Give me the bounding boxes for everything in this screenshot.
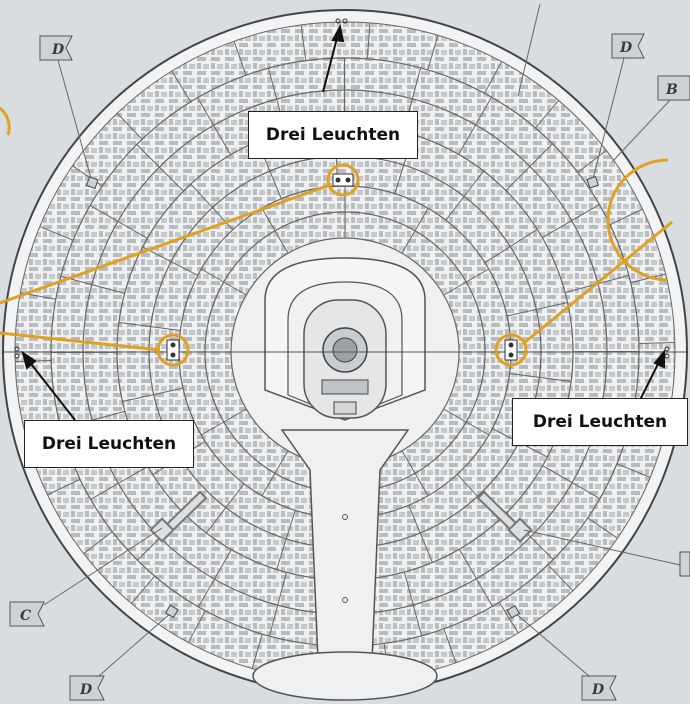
deck-spoke xyxy=(198,549,232,608)
deck-spoke xyxy=(505,143,553,191)
flag-d-bottom-left: D xyxy=(69,675,105,701)
deck-spoke xyxy=(443,268,490,296)
deck-spoke xyxy=(187,610,206,643)
deck-spoke xyxy=(268,572,287,637)
deck-spoke xyxy=(542,465,601,499)
deck-spoke xyxy=(577,150,607,173)
deck-spoke xyxy=(506,301,568,317)
callout-top: Drei Leuchten xyxy=(248,111,418,159)
deck-spoke xyxy=(39,226,74,241)
deck-spoke xyxy=(130,575,156,604)
light-marker-left xyxy=(156,333,190,367)
flag-c-left: C xyxy=(9,601,45,627)
central-core xyxy=(264,257,426,421)
deck-spoke xyxy=(443,628,457,663)
flag-label: D xyxy=(591,682,605,698)
deck-spoke xyxy=(276,510,296,570)
deck-spoke xyxy=(534,100,560,129)
flag-label: D xyxy=(619,40,633,56)
deck-spoke xyxy=(458,96,492,155)
flag-label: D xyxy=(51,42,65,58)
deck-spoke xyxy=(541,204,600,239)
deck-spoke xyxy=(83,531,113,554)
deck-spoke xyxy=(484,61,503,94)
flag-label: D xyxy=(79,682,93,698)
flag-label: C xyxy=(20,608,31,624)
d-markers xyxy=(85,175,600,619)
deck-spoke xyxy=(609,208,643,226)
callout-right: Drei Leuchten xyxy=(512,398,688,446)
light-marker-top xyxy=(326,163,360,197)
deck-spoke xyxy=(408,505,433,563)
flag-d-top-right: D xyxy=(611,33,645,59)
deck-spoke xyxy=(200,408,247,436)
deck-spoke xyxy=(458,548,493,607)
deck-spoke xyxy=(445,170,485,221)
flag-b-right: B xyxy=(657,75,690,101)
deck-spoke xyxy=(300,24,307,61)
flag-d-bottom-right: D xyxy=(581,675,617,701)
flag-d-top-left: D xyxy=(39,35,73,61)
highlight-lines xyxy=(0,106,673,352)
deck-spoke xyxy=(261,450,289,497)
hull-light-dots xyxy=(14,18,670,359)
light-marker-right xyxy=(494,333,528,367)
callout-left: Drei Leuchten xyxy=(24,420,194,468)
deck-spoke xyxy=(142,246,198,276)
deck-spoke xyxy=(484,228,538,264)
deck-spoke xyxy=(251,633,263,669)
deck-spoke xyxy=(509,373,572,383)
deck-spoke xyxy=(171,70,192,103)
deck-spoke xyxy=(498,601,519,634)
deck-spoke xyxy=(587,517,618,539)
deck-spoke xyxy=(205,483,245,534)
deck-spoke xyxy=(233,41,247,76)
deck-spoke xyxy=(547,564,574,592)
callout-arrows xyxy=(21,24,665,421)
deck-spoke xyxy=(638,341,675,345)
deck-spoke xyxy=(60,275,125,294)
deck-spoke xyxy=(122,387,184,403)
deck-spoke xyxy=(200,268,247,296)
deck-spoke xyxy=(136,144,184,192)
deck-spoke xyxy=(366,22,371,59)
aft-pod xyxy=(252,651,438,701)
deck-spoke xyxy=(47,478,81,496)
flag-partial-right-edge xyxy=(679,551,690,577)
flag-leaders xyxy=(43,3,681,683)
deck-spoke xyxy=(401,450,429,497)
deck-spoke xyxy=(89,205,148,239)
flag-label: B xyxy=(665,82,678,98)
deck-spoke xyxy=(261,207,289,254)
deck-spoke xyxy=(116,112,143,140)
deck-spoke xyxy=(197,97,232,156)
deck-spoke xyxy=(403,571,423,636)
deck-spoke xyxy=(118,321,181,331)
pylons xyxy=(149,490,533,543)
deck-spoke xyxy=(90,465,149,500)
deck-spoke xyxy=(401,207,429,254)
deck-spoke xyxy=(427,35,439,71)
deck-spoke xyxy=(616,463,651,478)
deck-spoke xyxy=(443,408,490,436)
